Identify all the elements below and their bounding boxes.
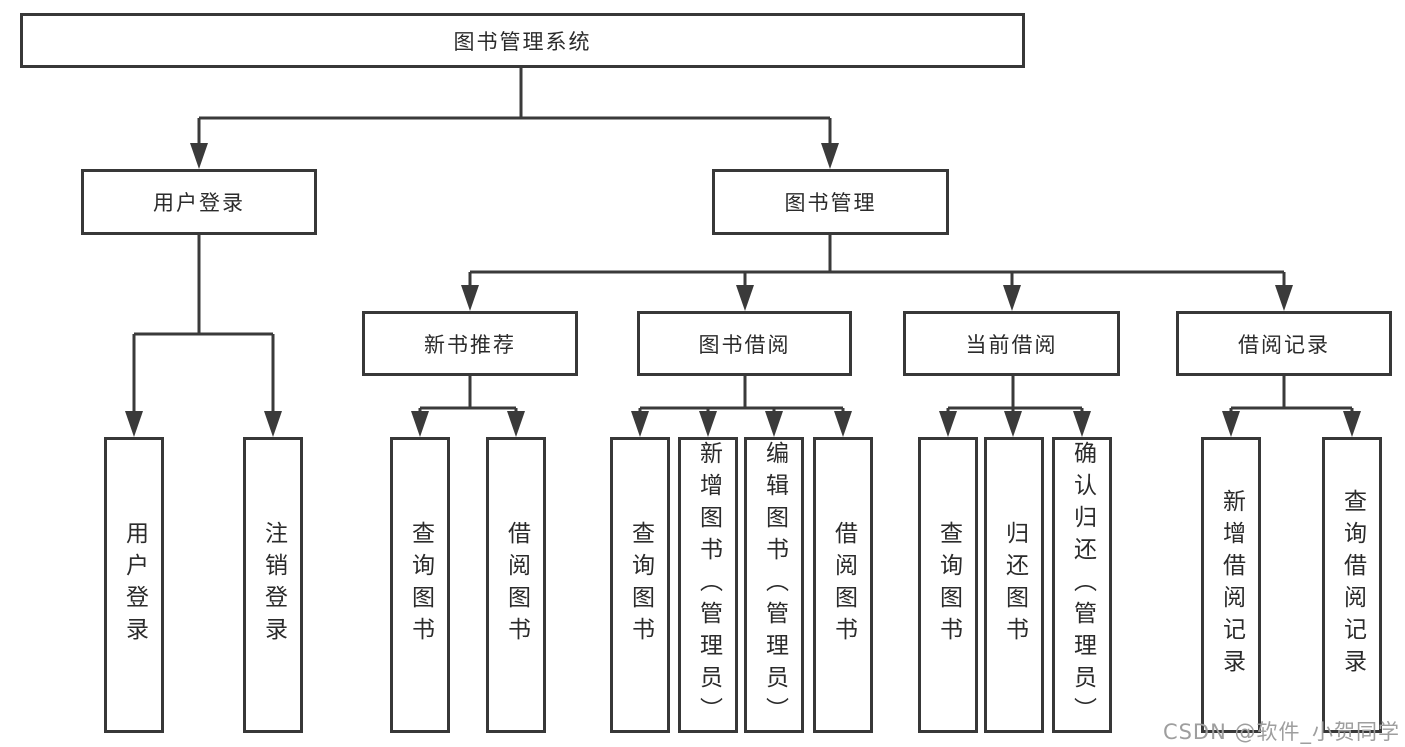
node-leaf-confirm-return: 确认归还（管理员） bbox=[1052, 437, 1112, 733]
leaf-label: 借阅图书 bbox=[503, 521, 530, 649]
leaf-label: 查询图书 bbox=[407, 521, 434, 649]
node-current-borrow: 当前借阅 bbox=[903, 311, 1120, 376]
node-leaf-add-book: 新增图书（管理员） bbox=[678, 437, 738, 733]
node-leaf-query-book-3: 查询图书 bbox=[918, 437, 978, 733]
node-borrow-record: 借阅记录 bbox=[1176, 311, 1392, 376]
node-book-management: 图书管理 bbox=[712, 169, 949, 235]
leaf-label: 借阅图书 bbox=[830, 521, 857, 649]
node-leaf-return-book: 归还图书 bbox=[984, 437, 1044, 733]
node-book-borrow: 图书借阅 bbox=[637, 311, 852, 376]
leaf-label: 注销登录 bbox=[260, 521, 287, 649]
leaf-label: 用户登录 bbox=[121, 521, 148, 649]
leaf-label: 查询图书 bbox=[627, 521, 654, 649]
leaf-label: 查询借阅记录 bbox=[1339, 489, 1366, 681]
node-leaf-borrow-book-1: 借阅图书 bbox=[486, 437, 546, 733]
csdn-watermark: CSDN @软件_小贺同学 bbox=[1162, 720, 1400, 744]
node-leaf-query-borrow-record: 查询借阅记录 bbox=[1322, 437, 1382, 733]
node-leaf-logout: 注销登录 bbox=[243, 437, 303, 733]
leaf-label: 归还图书 bbox=[1001, 521, 1028, 649]
leaf-label: 编辑图书（管理员） bbox=[761, 441, 788, 729]
node-leaf-edit-book: 编辑图书（管理员） bbox=[744, 437, 804, 733]
node-root: 图书管理系统 bbox=[20, 13, 1025, 68]
leaf-label: 查询图书 bbox=[935, 521, 962, 649]
node-leaf-user-login: 用户登录 bbox=[104, 437, 164, 733]
node-leaf-borrow-book-2: 借阅图书 bbox=[813, 437, 873, 733]
leaf-label: 新增借阅记录 bbox=[1218, 489, 1245, 681]
leaf-label: 确认归还（管理员） bbox=[1069, 441, 1096, 729]
leaf-label: 新增图书（管理员） bbox=[695, 441, 722, 729]
node-leaf-query-book-1: 查询图书 bbox=[390, 437, 450, 733]
node-new-book-recommend: 新书推荐 bbox=[362, 311, 578, 376]
node-leaf-query-book-2: 查询图书 bbox=[610, 437, 670, 733]
node-user-login: 用户登录 bbox=[81, 169, 317, 235]
node-leaf-add-borrow-record: 新增借阅记录 bbox=[1201, 437, 1261, 733]
